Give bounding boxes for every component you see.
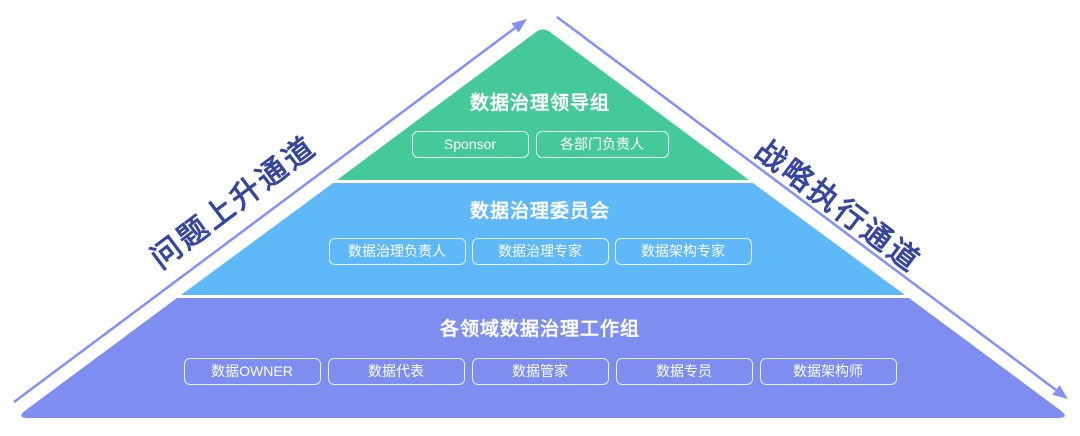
up-arrow-head-icon	[511, 19, 527, 33]
tier3-badge-data-representative: 数据代表	[327, 358, 465, 385]
tier3-badge-data-architect: 数据架构师	[759, 358, 897, 385]
tier1-title: 数据治理领导组	[469, 93, 610, 114]
tier3-badge-row: 数据OWNER 数据代表 数据管家 数据专员 数据架构师	[0, 358, 1080, 385]
tier2-committee-shape	[181, 183, 905, 295]
tier1-badge-row: Sponsor 各部门负责人	[0, 131, 1080, 158]
tier3-badge-data-specialist: 数据专员	[615, 358, 753, 385]
tier3-badge-data-steward: 数据管家	[471, 358, 609, 385]
down-arrow-line	[556, 15, 1057, 392]
up-arrow-line	[13, 26, 516, 404]
tier2-badge-governance-expert: 数据治理专家	[471, 238, 609, 265]
tier1-badge-sponsor: Sponsor	[411, 131, 529, 158]
tier2-badge-row: 数据治理负责人 数据治理专家 数据架构专家	[0, 238, 1080, 265]
tier3-badge-data-owner: 数据OWNER	[183, 358, 321, 385]
down-arrow-head-icon	[1052, 385, 1068, 399]
tier2-title: 数据治理委员会	[469, 201, 610, 222]
tier2-badge-architecture-expert: 数据架构专家	[614, 238, 752, 265]
tier3-title: 各领域数据治理工作组	[439, 319, 640, 340]
tier1-badge-dept-heads: 各部门负责人	[535, 131, 669, 158]
tier2-badge-governance-lead: 数据治理负责人	[328, 238, 466, 265]
tier1-leadership-shape	[337, 29, 749, 180]
